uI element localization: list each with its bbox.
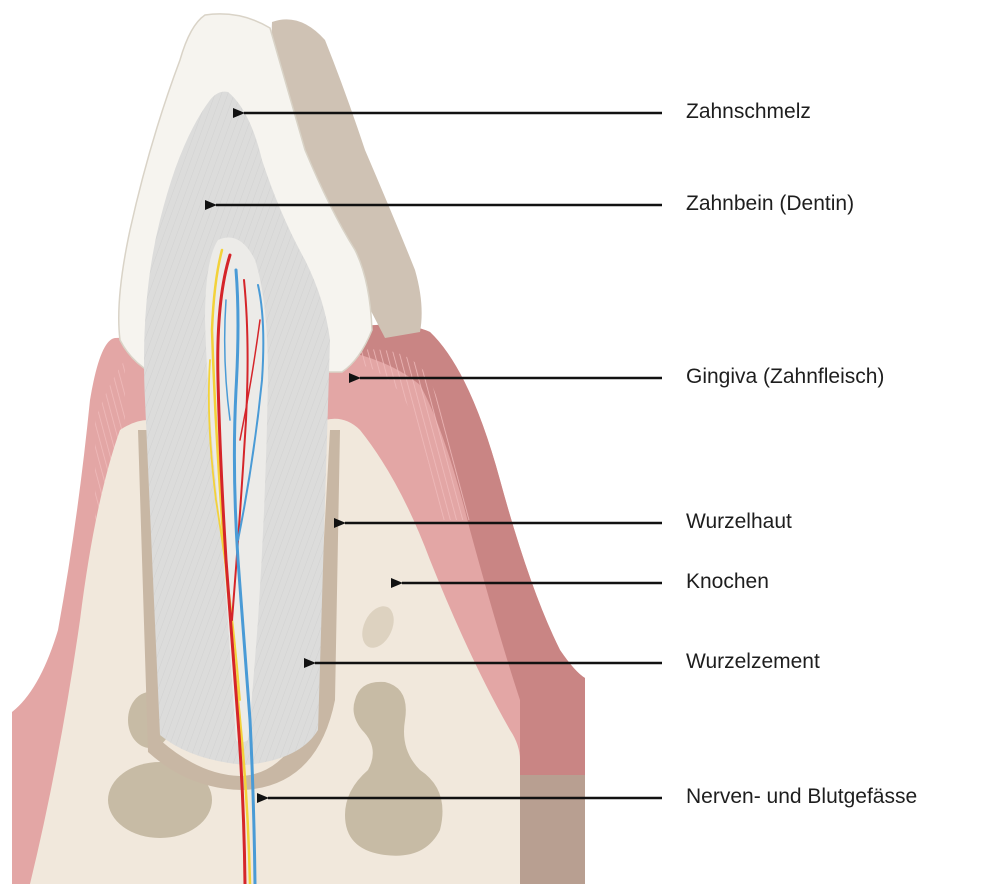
label-cementum: Wurzelzement [686, 651, 820, 672]
label-gingiva: Gingiva (Zahnfleisch) [686, 366, 884, 387]
label-periodontium: Wurzelhaut [686, 511, 792, 532]
label-nerves-vessels: Nerven- und Blutgefässe [686, 786, 917, 807]
label-enamel: Zahnschmelz [686, 101, 811, 122]
label-bone: Knochen [686, 571, 769, 592]
label-dentin: Zahnbein (Dentin) [686, 193, 854, 214]
